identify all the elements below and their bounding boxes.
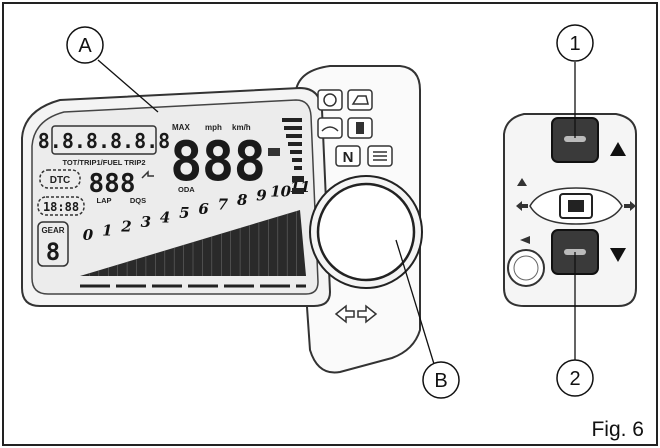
trip-mode-labels: TOT/TRIP1/FUEL TRIP2 [62, 158, 145, 167]
vertical-level-bars [282, 118, 304, 194]
tach-number-3: 3 [141, 213, 151, 231]
right-select-arrow-icon [624, 201, 636, 211]
tachometer-segments [89, 211, 297, 276]
callout-2-group: 2 [556, 252, 594, 397]
callout-a-leader [97, 59, 159, 113]
hazard-icon [517, 178, 527, 186]
tach-number-0: 0 [83, 226, 94, 244]
oda-label: ODA [178, 185, 195, 194]
abs-warning-icon [323, 93, 337, 107]
tach-number-9: 9 [256, 187, 267, 205]
callout-a-circle [66, 26, 104, 64]
neutral-box [335, 145, 361, 167]
horn-button-inner [513, 255, 539, 281]
tach-number-10: 10 [270, 182, 291, 200]
callout-b-circle [422, 361, 460, 399]
fuel-icon [268, 148, 280, 156]
gear-label: GEAR [41, 226, 64, 235]
right-turn-indicator-icon [357, 304, 378, 324]
high-beam-icon [373, 151, 387, 161]
left-turn-indicator-icon [334, 304, 355, 324]
odometer-digits: 8.8.8.8.8.8 [38, 129, 170, 153]
figure-label: Fig. 6 [591, 418, 644, 441]
dqs-icon [141, 170, 154, 179]
callout-b-group: B [395, 239, 460, 399]
callout-1-group: 1 [556, 24, 594, 138]
callout-b-label: B [434, 370, 447, 392]
handlebar-switch [503, 113, 637, 307]
up-button-slot [564, 136, 586, 142]
dtc-digits: 888 [89, 169, 136, 199]
gear-box [37, 221, 69, 267]
neutral-label: N [343, 149, 354, 166]
horn-icon [520, 236, 530, 244]
clock-digits: 18:88 [43, 200, 79, 214]
tach-number-7: 7 [218, 196, 229, 214]
odometer-box [51, 125, 157, 155]
tach-number-6: 6 [198, 200, 209, 218]
callout-2-label: 2 [569, 368, 580, 390]
oil-warning-icon [321, 126, 339, 132]
speed-unit-kmh: km/h [232, 123, 251, 132]
up-arrow-icon [610, 142, 626, 156]
max-label: MAX [172, 123, 190, 132]
dtc-label: DTC [50, 175, 71, 186]
fuel-reserve-icon [356, 122, 364, 134]
engine-warning-icon [351, 95, 369, 105]
speed-digits: 888 [170, 130, 266, 193]
tach-number-1: 1 [102, 222, 112, 240]
dtc-indicator [39, 169, 81, 189]
warning-box-1 [317, 89, 343, 111]
tach-number-4: 4 [160, 209, 170, 227]
callout-a-label: A [78, 35, 92, 57]
select-button-center [568, 200, 584, 212]
left-select-arrow-icon [516, 201, 528, 211]
rpm-indicator-light [316, 182, 416, 282]
callout-1-circle [556, 24, 594, 62]
callout-a-group: A [66, 26, 159, 113]
speed-unit-mph: mph [205, 123, 222, 132]
callout-b-leader [395, 239, 435, 365]
warning-box-3 [317, 117, 343, 139]
dqs-label: DQS [130, 196, 146, 205]
clock-box [37, 196, 85, 216]
lap-label: LAP [97, 196, 112, 205]
callout-1-label: 1 [569, 33, 580, 55]
tach-number-8: 8 [237, 191, 248, 209]
callout-2-circle [556, 359, 594, 397]
gear-digit: 8 [46, 238, 60, 266]
tach-number-5: 5 [179, 204, 189, 222]
tach-number-2: 2 [120, 217, 131, 235]
down-arrow-icon [610, 248, 626, 262]
warning-box-2 [347, 89, 373, 111]
